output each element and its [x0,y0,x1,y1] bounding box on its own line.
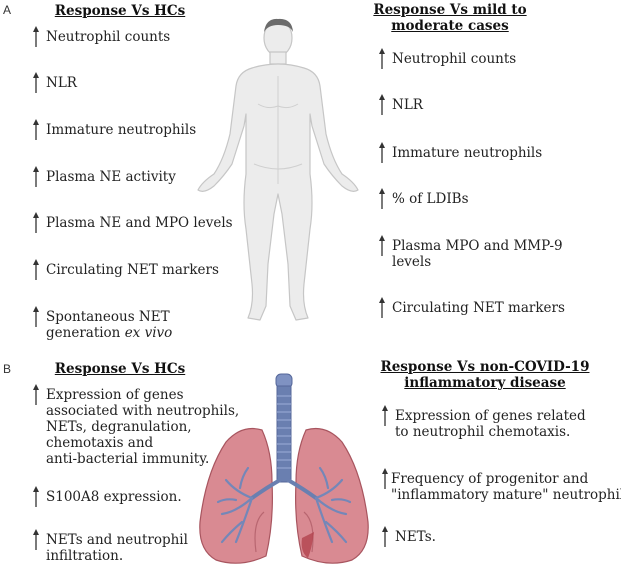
hair-shape [264,18,293,32]
left-lung-shape [199,427,273,564]
text-line: infiltration. [46,548,124,564]
list-item-label: Frequency of progenitor and "inflammator… [391,471,621,503]
heading-line: moderate cases [391,18,509,34]
up-arrow-icon [33,384,39,405]
text-line: Plasma MPO and MMP-9 [392,238,563,254]
text-line: Expression of genes [46,387,184,403]
text-line: to neutrophil chemotaxis. [395,424,571,440]
list-item: NETs. [380,526,436,548]
list-item-label: Plasma NE and MPO levels [46,215,233,231]
up-arrow-icon [33,259,39,280]
text-line: anti-bacterial immunity. [46,451,210,467]
heading-line: Response Vs non-COVID-19 [380,359,590,375]
list-item: Plasma NE activity [31,166,176,188]
list-item-label: % of LDIBs [392,191,469,207]
list-item-label: Plasma MPO and MMP-9 levels [392,238,563,270]
human-body-illustration [197,18,359,321]
text-line: associated with neutrophils, [46,403,240,419]
text-part: generation [46,325,125,341]
list-item: NLR [377,94,423,116]
list-item-label: Plasma NE activity [46,169,176,185]
up-arrow-icon [379,235,385,256]
lungs-illustration [199,373,369,564]
list-item-label: NLR [392,97,423,113]
list-item-label: Expression of genes associated with neut… [46,387,239,467]
list-item: Immature neutrophils [377,142,543,164]
list-item: % of LDIBs [377,188,469,210]
up-arrow-icon [33,486,39,507]
list-item: NETs and neutrophil infiltration. [31,529,188,564]
text-line: generation ex vivo [46,325,172,341]
list-item: Neutrophil counts [31,26,171,48]
text-line: Frequency of progenitor and [391,471,589,487]
list-item-label: NLR [46,75,77,91]
list-item-label: Circulating NET markers [46,262,219,278]
text-line: Spontaneous NET [46,309,170,325]
text-line: chemotaxis and [46,435,154,451]
up-arrow-icon [33,166,39,187]
text-line: Expression of genes related [395,408,586,424]
panel-a-left-heading: Response Vs HCs [54,3,186,19]
panel-a-right-heading: Response Vs mild to moderate cases [370,2,530,34]
list-item-label: Neutrophil counts [46,29,171,45]
list-item-label: NETs and neutrophil infiltration. [46,532,188,564]
text-italic: ex vivo [124,325,173,341]
list-item: Plasma MPO and MMP-9 levels [377,235,563,270]
up-arrow-icon [379,142,385,163]
list-item: S100A8 expression. [31,486,182,508]
list-item-label: Immature neutrophils [392,145,543,161]
up-arrow-icon [379,48,385,69]
panel-b-label: B [3,362,12,376]
list-item-label: NETs. [395,529,436,545]
up-arrow-icon [379,94,385,115]
list-item: Immature neutrophils [31,119,197,141]
heading-line: inflammatory disease [404,375,566,391]
list-item: Plasma NE and MPO levels [31,212,233,234]
list-item-label: Circulating NET markers [392,300,565,316]
up-arrow-icon [382,405,388,426]
list-item-label: Expression of genes related to neutrophi… [395,408,586,440]
panel-b-left-heading: Response Vs HCs [54,361,186,377]
up-arrow-icon [33,26,39,47]
right-lung-shape [295,427,369,564]
up-arrow-icon [33,119,39,140]
list-item: Expression of genes associated with neut… [31,384,239,467]
text-line: NETs, degranulation, [46,419,192,435]
panel-b-right-heading: Response Vs non-COVID-19 inflammatory di… [370,359,600,391]
text-line: NETs and neutrophil [46,532,188,548]
panel-a-label: A [3,3,12,17]
list-item: Spontaneous NET generation ex vivo [31,306,172,341]
list-item: Expression of genes related to neutrophi… [380,405,586,440]
heading-line: Response Vs mild to [373,2,527,18]
list-item: NLR [31,72,77,94]
up-arrow-icon [382,468,388,489]
up-arrow-icon [382,526,388,547]
trachea-shape [275,373,293,483]
up-arrow-icon [33,212,39,233]
up-arrow-icon [33,72,39,93]
up-arrow-icon [379,297,385,318]
up-arrow-icon [33,306,39,327]
up-arrow-icon [379,188,385,209]
list-item: Circulating NET markers [377,297,565,319]
list-item-label: Neutrophil counts [392,51,517,67]
list-item-label: S100A8 expression. [46,489,182,505]
list-item: Neutrophil counts [377,48,517,70]
list-item: Frequency of progenitor and "inflammator… [380,468,621,503]
text-line: levels [392,254,432,270]
bronchi-shape [250,478,318,500]
up-arrow-icon [33,529,39,550]
list-item-label: Spontaneous NET generation ex vivo [46,309,172,341]
list-item-label: Immature neutrophils [46,122,197,138]
list-item: Circulating NET markers [31,259,219,281]
text-line: "inflammatory mature" neutrophils. [391,487,621,503]
